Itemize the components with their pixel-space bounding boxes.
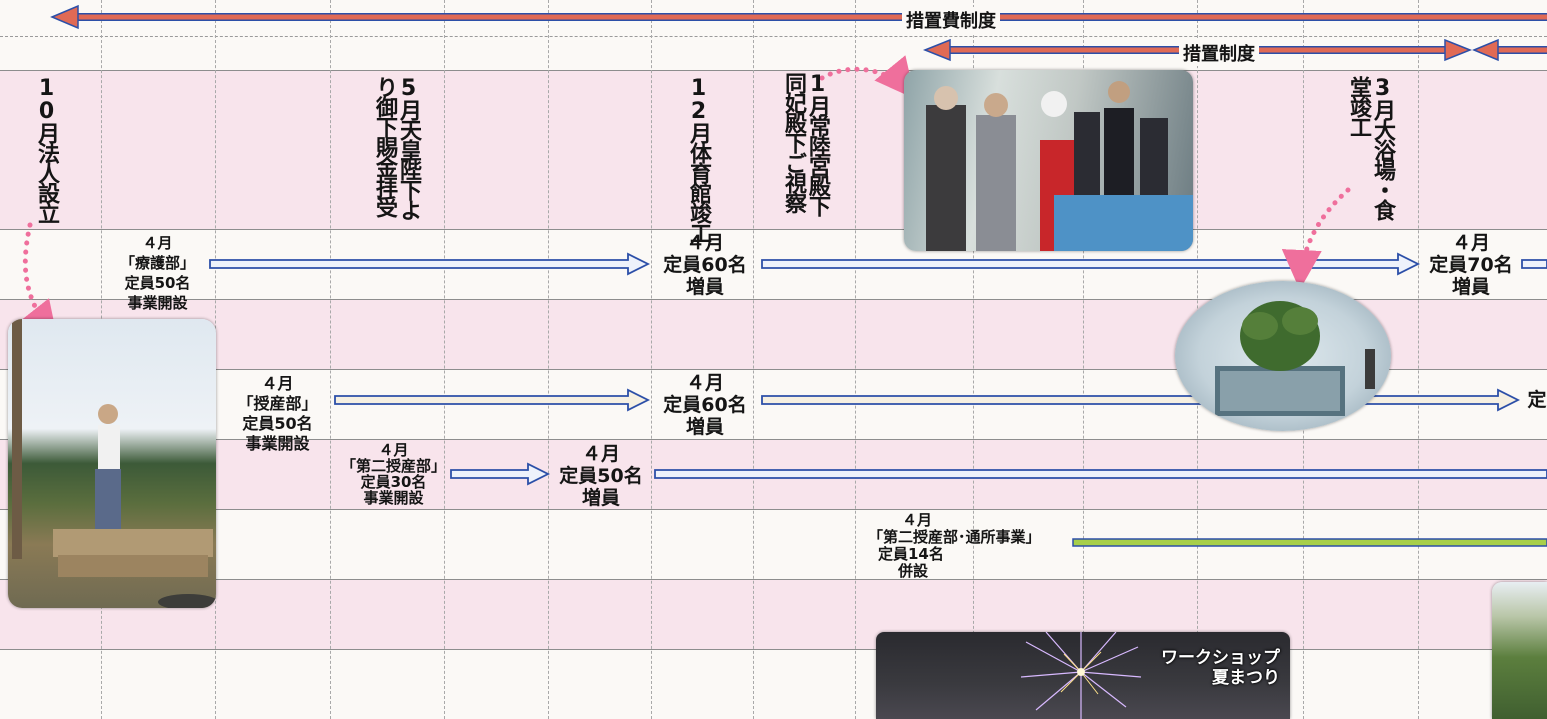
ryogo-60-label: ４月 定員60名 増員: [663, 232, 747, 298]
rule: [0, 649, 1547, 650]
rule: [0, 439, 1547, 440]
grid-line: [330, 0, 331, 719]
sochi-label: 措置制度: [1179, 40, 1259, 66]
grid-line: [444, 0, 445, 719]
jusan-start-label: ４月 「授産部」 定員50名 事業開設: [237, 374, 318, 453]
rule: [0, 509, 1547, 510]
grid-line: [973, 0, 974, 719]
grid-line: [855, 0, 856, 719]
ryogo-arrows: [209, 252, 1547, 276]
founder-figure: [12, 319, 216, 608]
event-imperial: 5月天皇陛下より御下賜金拝受: [372, 76, 421, 219]
tsusho-bar: [1072, 538, 1547, 547]
jusan-60-label: ４月 定員60名 増員: [663, 372, 747, 438]
event-bath: 3月大浴場・食堂竣工: [1346, 76, 1395, 219]
rule: [0, 369, 1547, 370]
summer-festival-photo: [876, 632, 1290, 719]
fireworks-icon: [1020, 632, 1142, 719]
dotted-connector: [819, 55, 916, 99]
event-visit: 1月常陸宮殿下同妃殿下ご視察: [781, 72, 830, 215]
sochihi-arrow: [50, 4, 1547, 30]
bath-dining-photo: [1175, 281, 1391, 431]
jusan-cut-label: 定: [1527, 389, 1547, 411]
rule: [0, 36, 1547, 37]
bath-plant: [1215, 301, 1375, 416]
rule: [0, 70, 1547, 71]
daini-start-label: ４月 「第二授産部」 定員30名 事業開設: [340, 441, 446, 507]
sochihi-label: 措置費制度: [902, 7, 1000, 33]
event-gym: 12月体育館竣工: [686, 76, 711, 242]
forest-photo-edge: [1492, 582, 1547, 719]
grid-line: [1418, 0, 1419, 719]
ryogo-start-label: ４月 「療護部」 定員50名 事業開設: [119, 234, 195, 312]
jusan-arrows: [334, 388, 1521, 412]
dotted-connector: [1281, 187, 1351, 290]
grid-line: [651, 0, 652, 719]
grid-line: [753, 0, 754, 719]
daini-arrows: [450, 462, 1547, 486]
rule: [0, 229, 1547, 230]
rule: [0, 299, 1547, 300]
grid-line: [548, 0, 549, 719]
band-events: [0, 70, 1547, 230]
founder-photo: [8, 319, 216, 608]
grid-line: [1083, 0, 1084, 719]
daini-50-label: ４月 定員50名 増員: [559, 443, 643, 509]
summer-festival-caption: ワークショップ 夏まつり: [1161, 648, 1280, 688]
ryogo-70-label: ４月 定員70名 増員: [1429, 232, 1513, 298]
royal-visit-photo: [904, 70, 1193, 251]
royal-visit-figures: [926, 81, 1193, 251]
event-founding: 10月法人設立: [34, 76, 59, 222]
tsusho-label: ４月 「第二授産部･通所事業」 定員14名 併設: [868, 511, 1041, 580]
rule: [0, 579, 1547, 580]
